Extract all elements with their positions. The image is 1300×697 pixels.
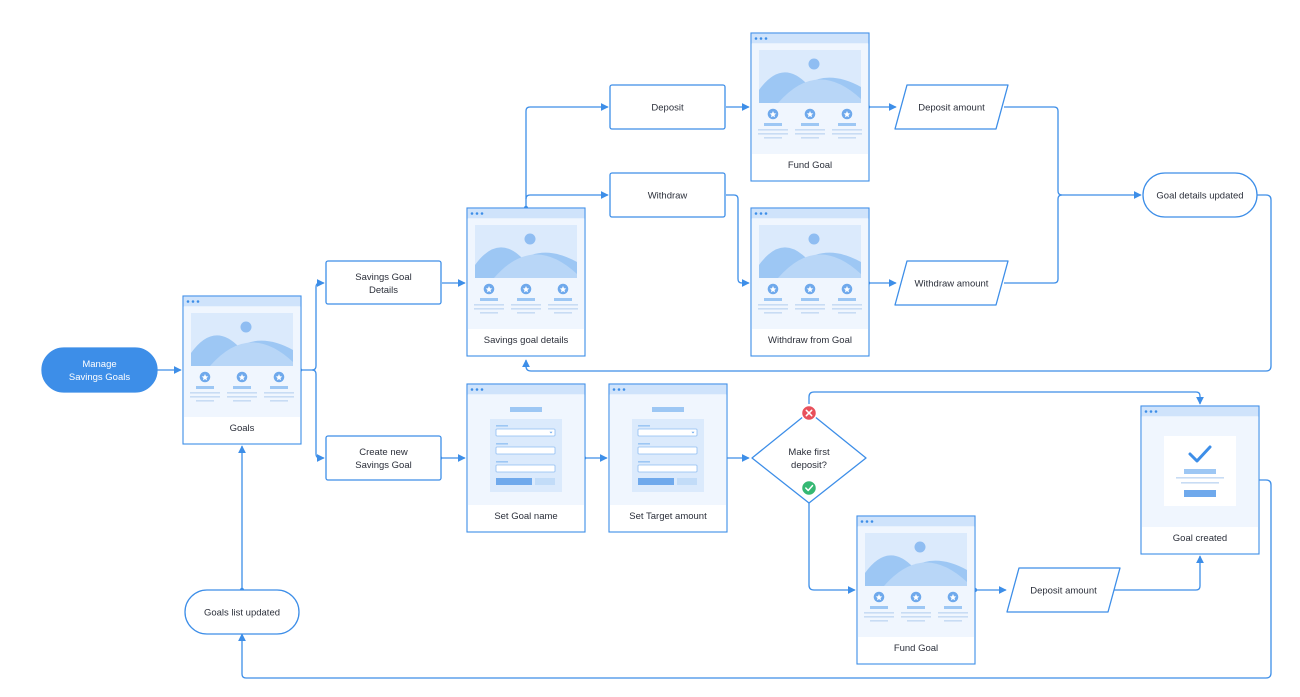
screen-fund-goal: Fund Goal <box>750 32 870 182</box>
dropdown-caret-icon <box>691 431 695 434</box>
yes-branch-badge-icon <box>800 479 818 497</box>
action-create-new-savings-goal: Create new Savings Goal <box>325 435 442 481</box>
terminal-goal-details-updated-label: Goal details updated <box>1156 191 1243 202</box>
screen-goal-created-label: Goal created <box>1173 533 1227 544</box>
input-deposit-amount-2: Deposit amount <box>1006 567 1121 613</box>
connector-updated-back-to-details <box>522 194 1272 372</box>
screen-goal-created: Goal created <box>1140 405 1260 555</box>
connector-withdraw-to-withdraw-screen <box>726 194 750 287</box>
screen-set-goal-name-label: Set Goal name <box>494 511 557 522</box>
connector-deposit-amount-2-to-created <box>1108 555 1204 591</box>
screen-withdraw-from-goal: Withdraw from Goal <box>750 207 870 357</box>
input-deposit-amount: Deposit amount <box>894 84 1009 130</box>
connector-withdraw-amount-to-updated <box>1004 194 1063 284</box>
connector-details-to-deposit <box>525 103 609 208</box>
terminal-goals-list-updated-label: Goals list updated <box>204 608 280 619</box>
action-savings-goal-details: Savings Goal Details <box>325 260 442 305</box>
terminal-goals-list-updated: Goals list updated <box>184 589 300 635</box>
connector-decision-yes-to-fund <box>808 496 856 594</box>
image-sun-icon <box>914 541 926 553</box>
screen-savings-goal-details: Savings goal details <box>466 207 586 357</box>
action-deposit: Deposit <box>609 84 726 130</box>
image-sun-icon <box>524 233 536 245</box>
decision-label-line2: deposit? <box>791 460 827 471</box>
image-sun-icon <box>808 233 820 245</box>
screen-set-goal-name: Set Goal name <box>466 383 586 533</box>
decision-label-line1: Make first <box>788 447 830 458</box>
decision-make-first-deposit: Make first deposit? <box>751 404 867 504</box>
action-withdraw-label: Withdraw <box>648 191 688 202</box>
screen-goals: Goals <box>182 295 302 445</box>
screen-savings-goal-details-label: Savings goal details <box>484 335 569 346</box>
screen-goals-label: Goals <box>230 423 255 434</box>
connector-created-to-list-updated <box>238 479 1272 679</box>
screen-set-target-amount-label: Set Target amount <box>629 511 707 522</box>
connector-deposit-amount-to-updated <box>1004 106 1142 199</box>
screen-withdraw-from-goal-label: Withdraw from Goal <box>768 335 852 346</box>
checkmark-icon <box>1188 445 1212 463</box>
screen-set-target-amount: Set Target amount <box>608 383 728 533</box>
connector-goals-to-details-action <box>300 279 325 371</box>
connector-details-to-withdraw <box>525 191 609 200</box>
input-withdraw-amount: Withdraw amount <box>894 260 1009 306</box>
connector-goals-to-create-action <box>311 369 325 462</box>
input-withdraw-amount-label: Withdraw amount <box>915 279 989 290</box>
connector-decision-no-to-created <box>808 391 1204 405</box>
action-withdraw: Withdraw <box>609 172 726 218</box>
screen-fund-goal-2-label: Fund Goal <box>894 643 938 654</box>
dropdown-caret-icon <box>549 431 553 434</box>
screen-fund-goal-2: Fund Goal <box>856 515 976 665</box>
image-sun-icon <box>808 58 820 70</box>
action-savings-goal-details-line1: Savings Goal <box>355 272 412 283</box>
action-create-new-line2: Savings Goal <box>355 460 412 471</box>
action-savings-goal-details-line2: Details <box>369 285 398 296</box>
action-create-new-line1: Create new <box>359 447 408 458</box>
start-terminal: Manage Savings Goals <box>41 347 158 393</box>
screen-fund-goal-label: Fund Goal <box>788 160 832 171</box>
no-branch-badge-icon <box>800 404 818 422</box>
terminal-goal-details-updated: Goal details updated <box>1142 172 1258 218</box>
input-deposit-amount-2-label: Deposit amount <box>1030 586 1097 597</box>
start-label-line1: Manage <box>82 359 116 370</box>
image-sun-icon <box>240 321 252 333</box>
start-label-line2: Savings Goals <box>69 372 131 383</box>
action-deposit-label: Deposit <box>651 103 684 114</box>
input-deposit-amount-label: Deposit amount <box>918 103 985 114</box>
